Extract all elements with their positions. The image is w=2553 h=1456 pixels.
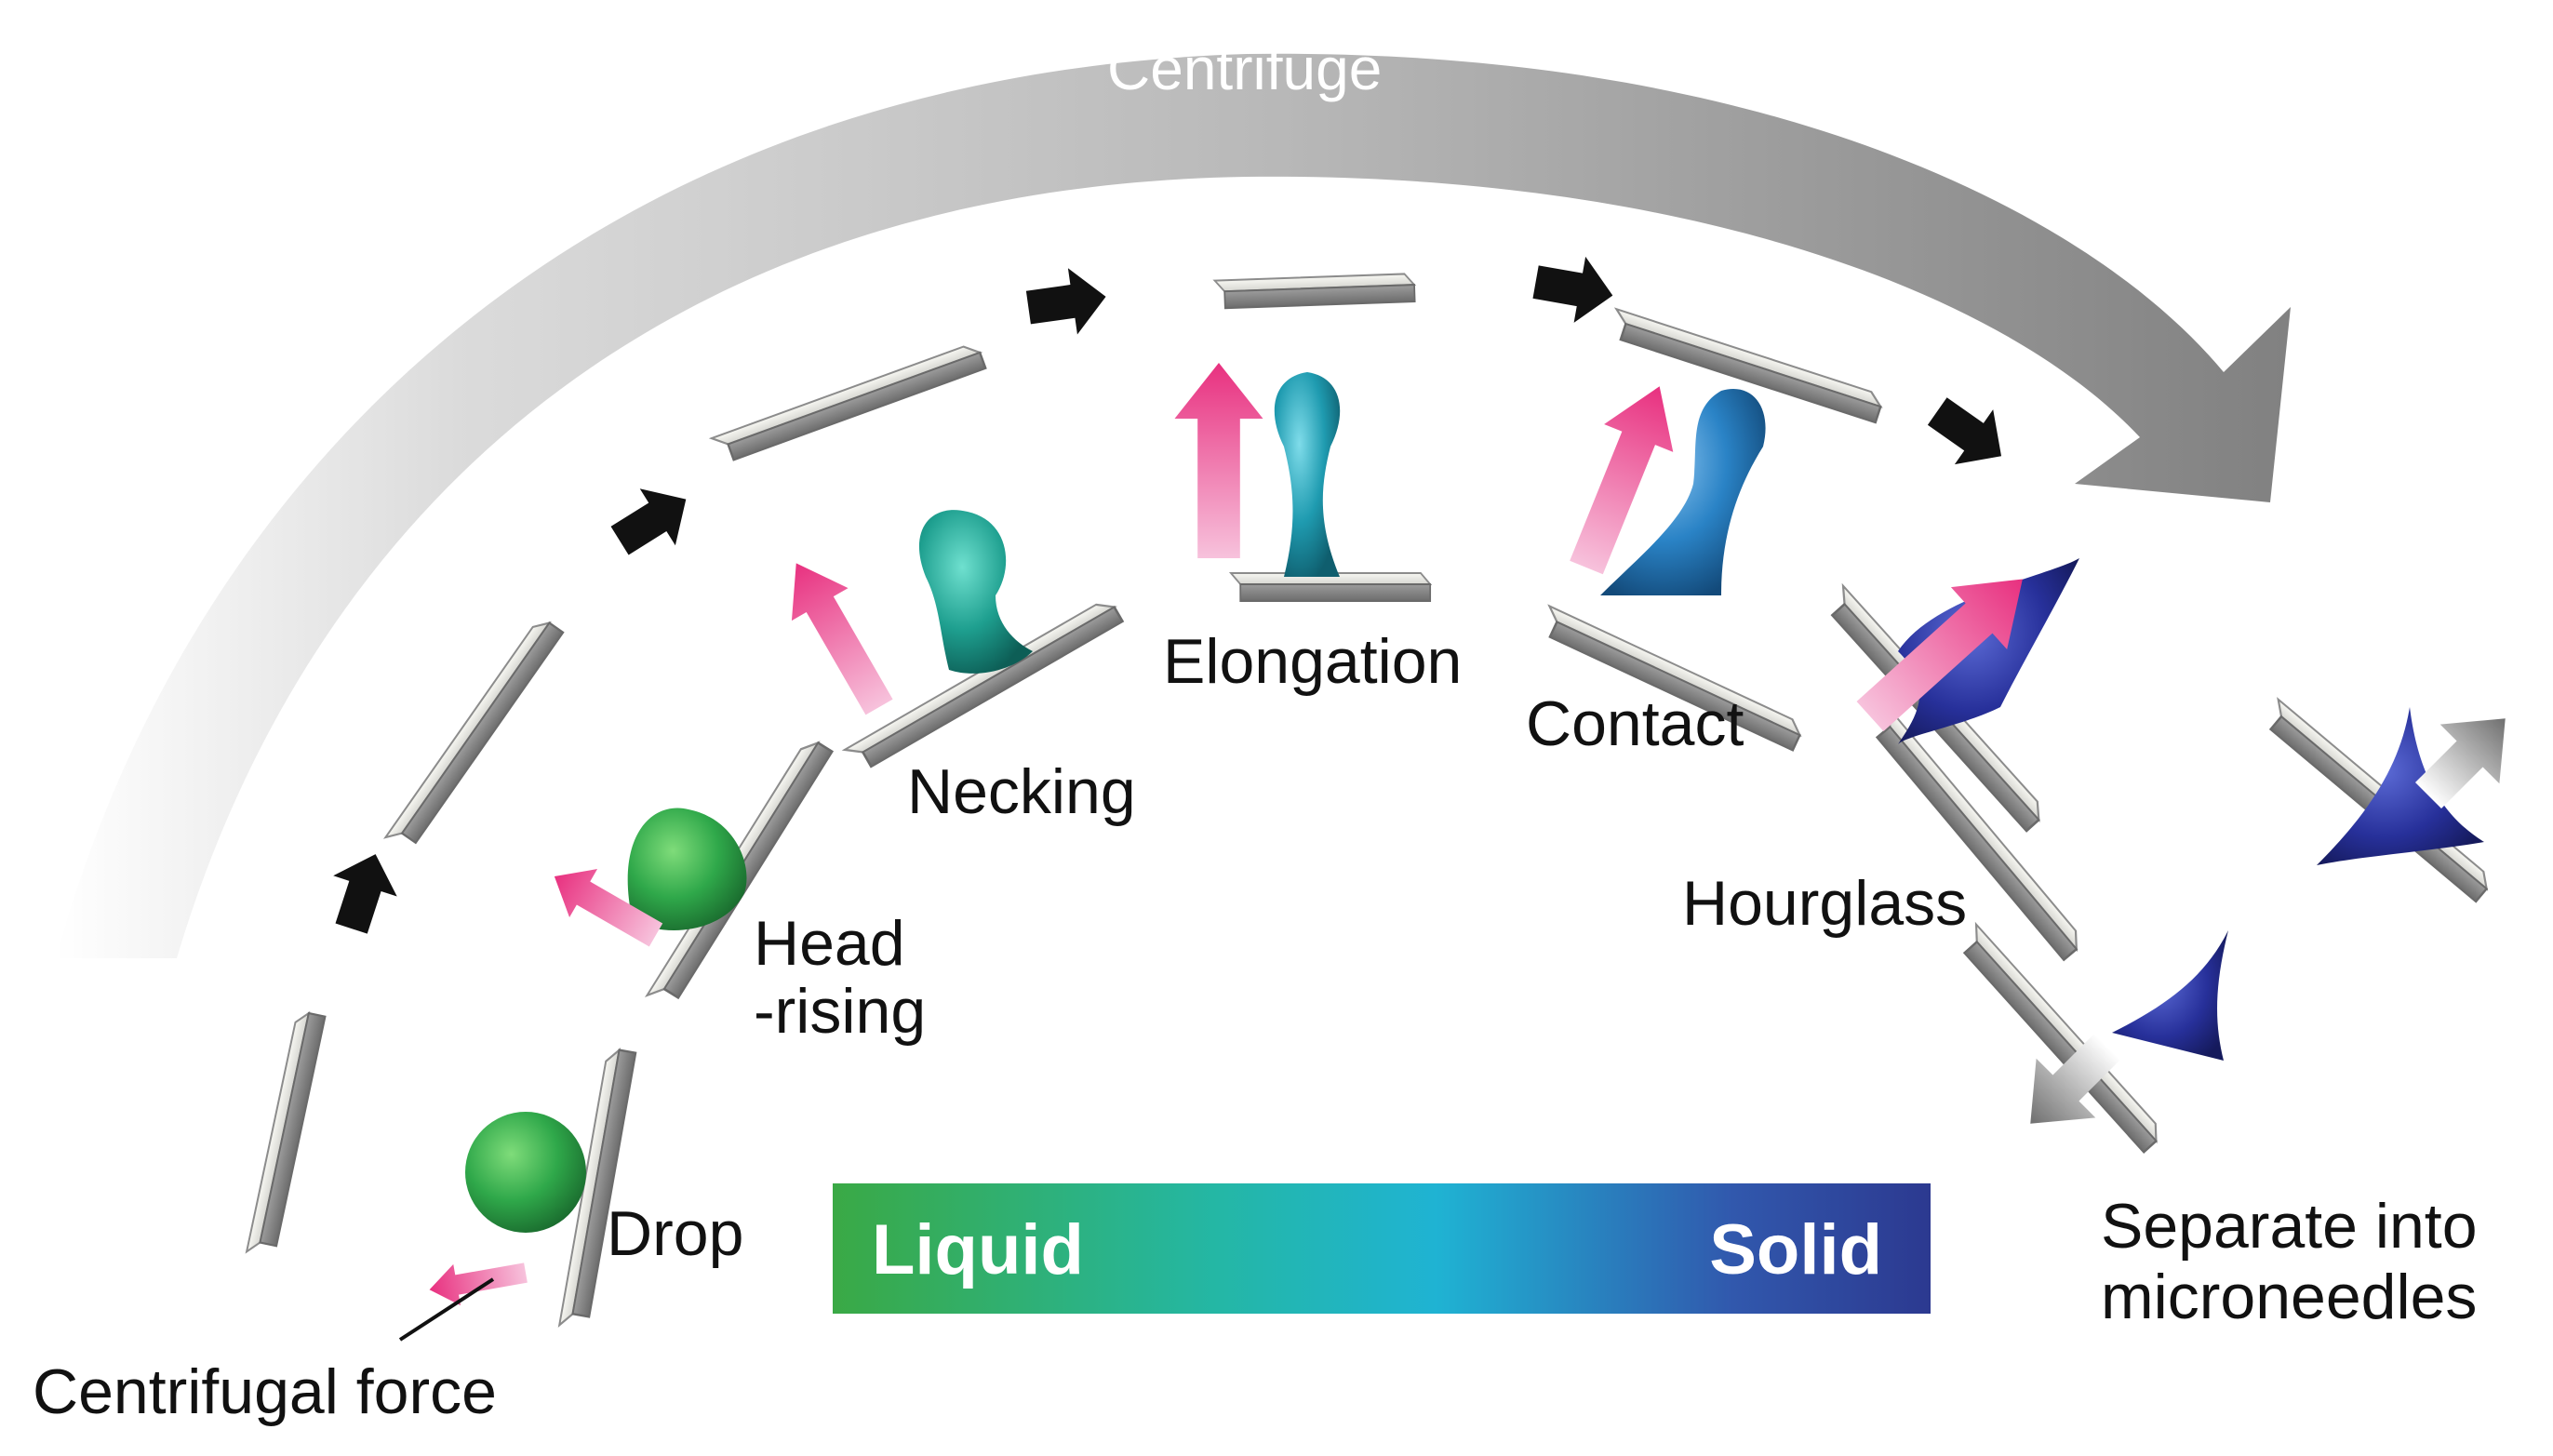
hourglass-label: Hourglass — [1682, 868, 1968, 939]
centrifugal-force-pointer — [398, 1277, 495, 1342]
stage-contact — [1536, 372, 1806, 752]
step-arrow-1 — [319, 844, 408, 940]
stage-head-rising — [540, 735, 834, 1011]
centrifuge-label: Centrifuge — [1107, 35, 1383, 102]
liquid-solid-gradient-bar: Liquid Solid — [833, 1183, 1931, 1314]
contact-label: Contact — [1526, 688, 1744, 759]
contact-liquid — [1600, 389, 1766, 595]
centrifuge-arrow — [56, 53, 2291, 959]
elongation-label: Elongation — [1163, 626, 1463, 697]
centrifugal-force-label: Centrifugal force — [33, 1356, 497, 1427]
stage-separate — [1954, 688, 2535, 1154]
separate-label: Separate into microneedles — [2101, 1191, 2478, 1333]
step-arrow-4 — [1530, 248, 1619, 329]
stage-hourglass — [1821, 548, 2087, 961]
microneedle-upper — [2317, 707, 2484, 865]
necking-liquid — [918, 510, 1033, 674]
stage-elongation — [1174, 363, 1432, 602]
step-arrow-3 — [1023, 263, 1111, 341]
drop-liquid — [465, 1112, 586, 1233]
plate-4-top — [1213, 273, 1416, 310]
head-rising-label: Head -rising — [754, 908, 927, 1048]
hourglass-needle — [1898, 558, 2079, 744]
necking-label: Necking — [907, 756, 1136, 827]
step-arrow-5 — [1918, 383, 2021, 484]
head-rising-liquid — [627, 808, 747, 930]
force-arrow-necking — [768, 546, 908, 724]
stage-drop — [398, 1047, 637, 1342]
force-arrow-drop — [425, 1251, 529, 1311]
plate-1 — [246, 1009, 327, 1259]
plate-2 — [384, 615, 565, 855]
liquid-label: Liquid — [872, 1210, 1084, 1289]
step-arrow-2 — [602, 471, 704, 569]
stage-necking — [768, 510, 1124, 776]
microneedle-lower — [2112, 930, 2228, 1061]
plate-3 — [710, 341, 987, 466]
solid-label: Solid — [1709, 1210, 1882, 1289]
force-arrow-elongation — [1174, 363, 1263, 558]
drop-label: Drop — [607, 1198, 744, 1269]
elongation-liquid — [1274, 372, 1341, 577]
